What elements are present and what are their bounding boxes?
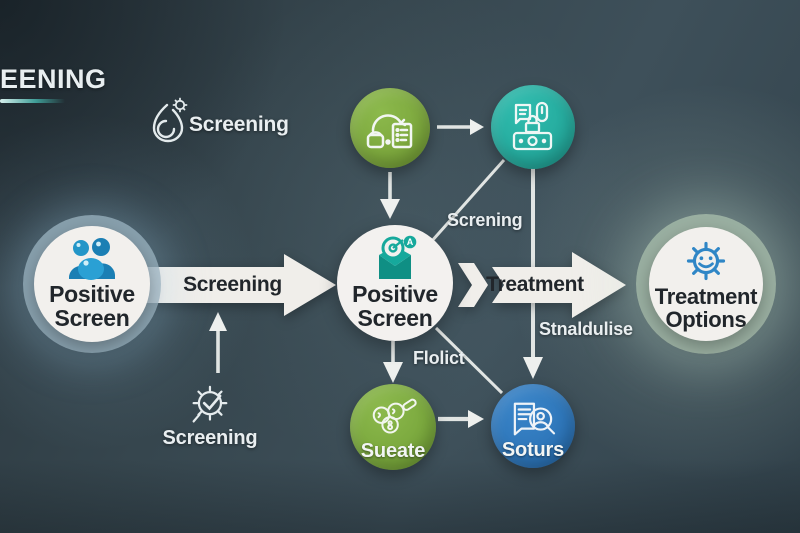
gear-smile-icon: [686, 241, 726, 280]
flolict-label: Flolict: [413, 348, 465, 368]
treatment-arrow-label: Treatment: [486, 273, 584, 296]
page-title-partial: EENING: [0, 64, 107, 94]
target-mail-icon: A: [379, 235, 417, 280]
stnaldulise-label: Stnaldulise: [539, 319, 633, 339]
center-positive-screen-node: A Positive Screen: [337, 225, 453, 341]
screning-diagonal-label: Screning: [447, 210, 523, 230]
people-group-icon: [69, 238, 115, 281]
document-person-icon: [513, 402, 556, 436]
left-node-label-line2: Screen: [54, 305, 130, 331]
right-node-label-line1: Treatment: [654, 283, 758, 309]
center-node-label-line2: Screen: [357, 305, 433, 331]
title-underline: [0, 99, 65, 103]
thin-connectors: [216, 125, 535, 422]
secure-records-node: [491, 85, 575, 169]
svg-text:A: A: [407, 237, 414, 247]
soturs-label: Soturs: [501, 439, 565, 461]
screening-block-arrow: [140, 254, 336, 316]
sueate-label: Sueate: [360, 440, 426, 462]
right-node-label-line2: Options: [665, 306, 747, 332]
sueate-node: Sueate: [350, 384, 436, 470]
left-node-label-line1: Positive: [49, 281, 135, 308]
arrowheads: [209, 119, 543, 428]
stethoscope-checklist-icon: [366, 114, 413, 149]
block-arrows: [140, 252, 626, 318]
screening-top-label: Screening: [189, 113, 289, 136]
gear-check-icon: [184, 383, 234, 436]
treatment-block-arrow: [492, 252, 626, 318]
pills-icon: [372, 398, 417, 434]
center-node-label-line1: Positive: [352, 281, 438, 308]
left-positive-screen-node: Positive Screen: [23, 215, 161, 353]
treatment-options-node: Treatment Options: [636, 214, 776, 354]
soturs-node: Soturs: [491, 384, 575, 468]
screening-arrow-label: Screening: [183, 273, 282, 296]
medical-kit-lock-icon: [512, 101, 553, 151]
treatment-arrow-tail-chevron: [458, 263, 488, 307]
screening-drop-gear-icon: [146, 96, 192, 153]
screening-bottom-label: Screening: [162, 427, 258, 449]
screening-exam-node: [350, 88, 430, 168]
